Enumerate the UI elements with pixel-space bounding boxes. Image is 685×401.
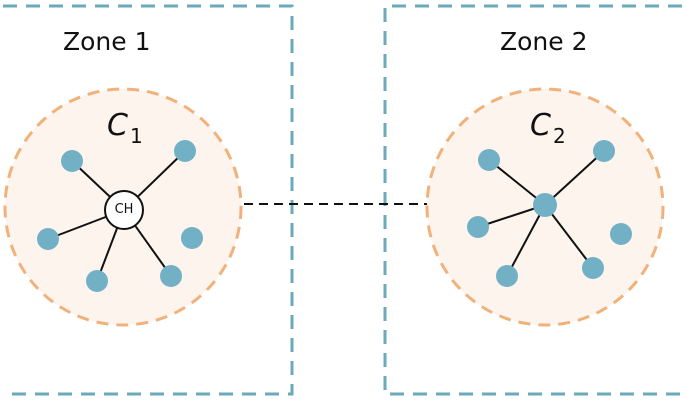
cluster-1-members — [37, 140, 203, 292]
cluster-2-members — [467, 140, 632, 287]
zone-1-border — [3, 4, 294, 396]
sensor-node — [86, 270, 108, 292]
cluster-2-name: C — [530, 108, 551, 143]
zone-2-title: Zone 2 — [500, 27, 588, 56]
sensor-node — [181, 227, 203, 249]
sensor-node — [582, 257, 604, 279]
cluster-2-link — [506, 204, 546, 277]
sensor-node — [610, 223, 632, 245]
sensor-node — [61, 150, 83, 172]
sensor-node — [467, 216, 489, 238]
zone-2-border — [383, 4, 682, 396]
cluster-1-subscript: 1 — [129, 124, 143, 148]
cluster-1-name: C — [107, 108, 128, 143]
zone-1-title: Zone 1 — [63, 27, 151, 56]
cluster-2-link — [544, 150, 605, 206]
cluster-head-node — [104, 190, 144, 230]
sensor-node — [174, 140, 196, 162]
sensor-node — [496, 265, 518, 287]
cluster-head-label: CH — [114, 202, 134, 217]
cluster-head-node — [533, 193, 557, 217]
sensor-node — [593, 140, 615, 162]
sensor-node — [37, 228, 59, 250]
cluster-2-subscript: 2 — [552, 124, 566, 148]
sensor-node — [478, 149, 500, 171]
cluster-2-link — [544, 204, 594, 269]
sensor-node — [160, 265, 182, 287]
